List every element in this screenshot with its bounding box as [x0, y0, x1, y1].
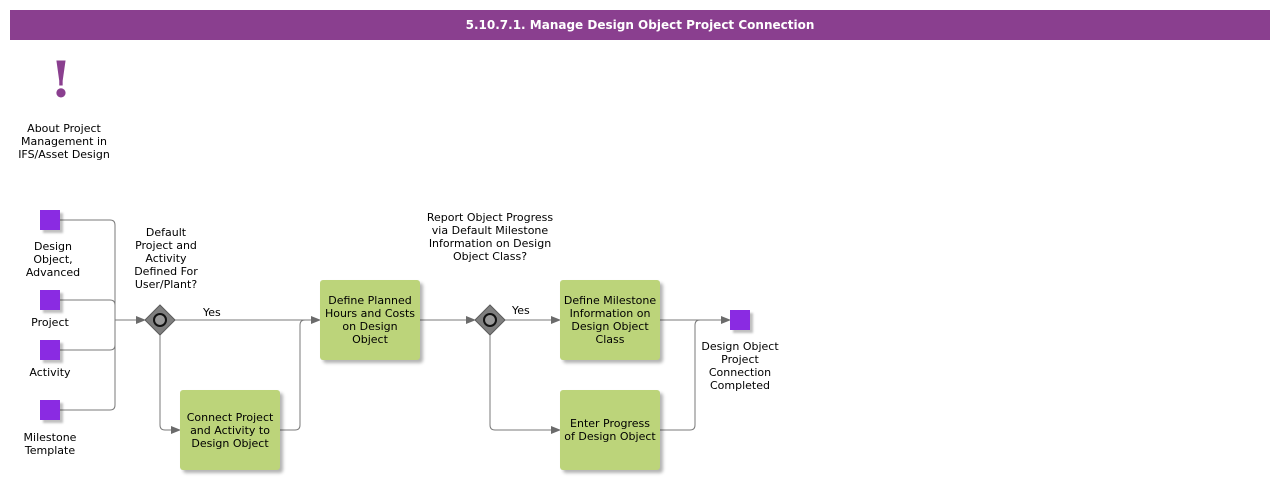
- design-object-event[interactable]: [40, 210, 60, 230]
- project-label: Project: [31, 316, 69, 329]
- gateway-2-question: Report Object Progress via Default Miles…: [426, 211, 554, 263]
- end-event-label: Design Object Project Connection Complet…: [701, 340, 779, 392]
- milestone-template-label: Milestone Template: [23, 431, 77, 457]
- define-planned-hours-task[interactable]: Define Planned Hours and Costs on Design…: [320, 280, 420, 360]
- gateway-1-question: Default Project and Activity Defined For…: [134, 226, 198, 291]
- project-event[interactable]: [40, 290, 60, 310]
- define-milestone-task[interactable]: Define Milestone Information on Design O…: [560, 280, 660, 360]
- connect-project-activity-task[interactable]: Connect Project and Activity to Design O…: [180, 390, 280, 470]
- activity-label: Activity: [29, 366, 71, 379]
- milestone-template-event[interactable]: [40, 400, 60, 420]
- gateway-2[interactable]: [474, 304, 506, 336]
- gateway-2-yes-label: Yes: [512, 304, 530, 317]
- activity-event[interactable]: [40, 340, 60, 360]
- end-event[interactable]: [730, 310, 750, 330]
- design-object-label: Design Object, Advanced: [25, 240, 81, 279]
- exclamation-icon[interactable]: !: [50, 50, 72, 109]
- about-link[interactable]: About Project Management in IFS/Asset De…: [18, 122, 110, 161]
- enter-progress-task[interactable]: Enter Progress of Design Object: [560, 390, 660, 470]
- gateway-1-yes-label: Yes: [203, 306, 221, 319]
- gateway-1[interactable]: [144, 304, 176, 336]
- diagram-title: 5.10.7.1. Manage Design Object Project C…: [10, 10, 1270, 40]
